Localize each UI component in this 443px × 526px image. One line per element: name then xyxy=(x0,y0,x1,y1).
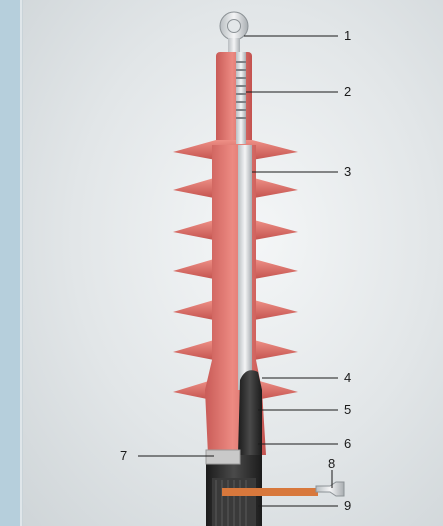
callout-3: 3 xyxy=(344,164,351,179)
sealing-band xyxy=(206,450,240,464)
callout-1: 1 xyxy=(344,28,351,43)
callout-9: 9 xyxy=(344,498,351,513)
insulated-conductor xyxy=(238,145,252,390)
callout-7: 7 xyxy=(120,448,127,463)
conductor-stud xyxy=(236,52,246,144)
callout-8: 8 xyxy=(328,456,335,471)
callout-6: 6 xyxy=(344,436,351,451)
stress-control-tube xyxy=(238,370,262,455)
cable-lug xyxy=(220,12,248,56)
callout-2: 2 xyxy=(344,84,351,99)
callout-5: 5 xyxy=(344,402,351,417)
upper-sleeve xyxy=(216,52,252,150)
callout-4: 4 xyxy=(344,370,351,385)
